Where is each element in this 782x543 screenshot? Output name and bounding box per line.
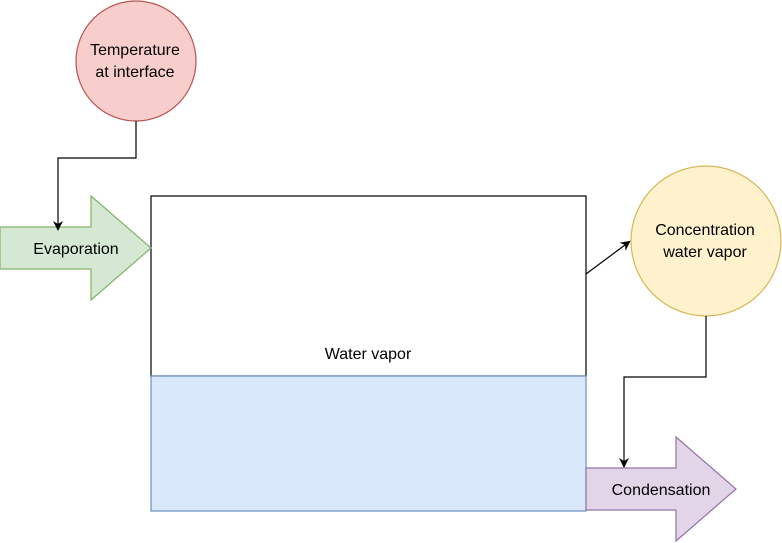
condensation-arrow: Condensation [585,435,737,543]
evaporation-arrow: Evaporation [0,194,152,302]
connector-vapor-to-concentration [585,240,631,275]
temperature-label-line1: Temperature [90,42,180,59]
evaporation-label: Evaporation [33,241,118,258]
concentration-label-line1: Concentration [655,222,755,239]
connector-temperature-to-evaporation [53,121,137,231]
connector-concentration-to-condensation [619,316,707,468]
condensation-label: Condensation [612,482,711,499]
water-vapor-label: Water vapor [325,346,412,363]
concentration-label-line2: water vapor [662,244,747,261]
temperature-node: Temperature at interface [75,0,197,122]
temperature-label-line2: at interface [95,64,174,81]
water-vapor-region [150,195,587,377]
liquid-water-region [150,375,587,512]
concentration-node: Concentration water vapor [630,165,782,317]
